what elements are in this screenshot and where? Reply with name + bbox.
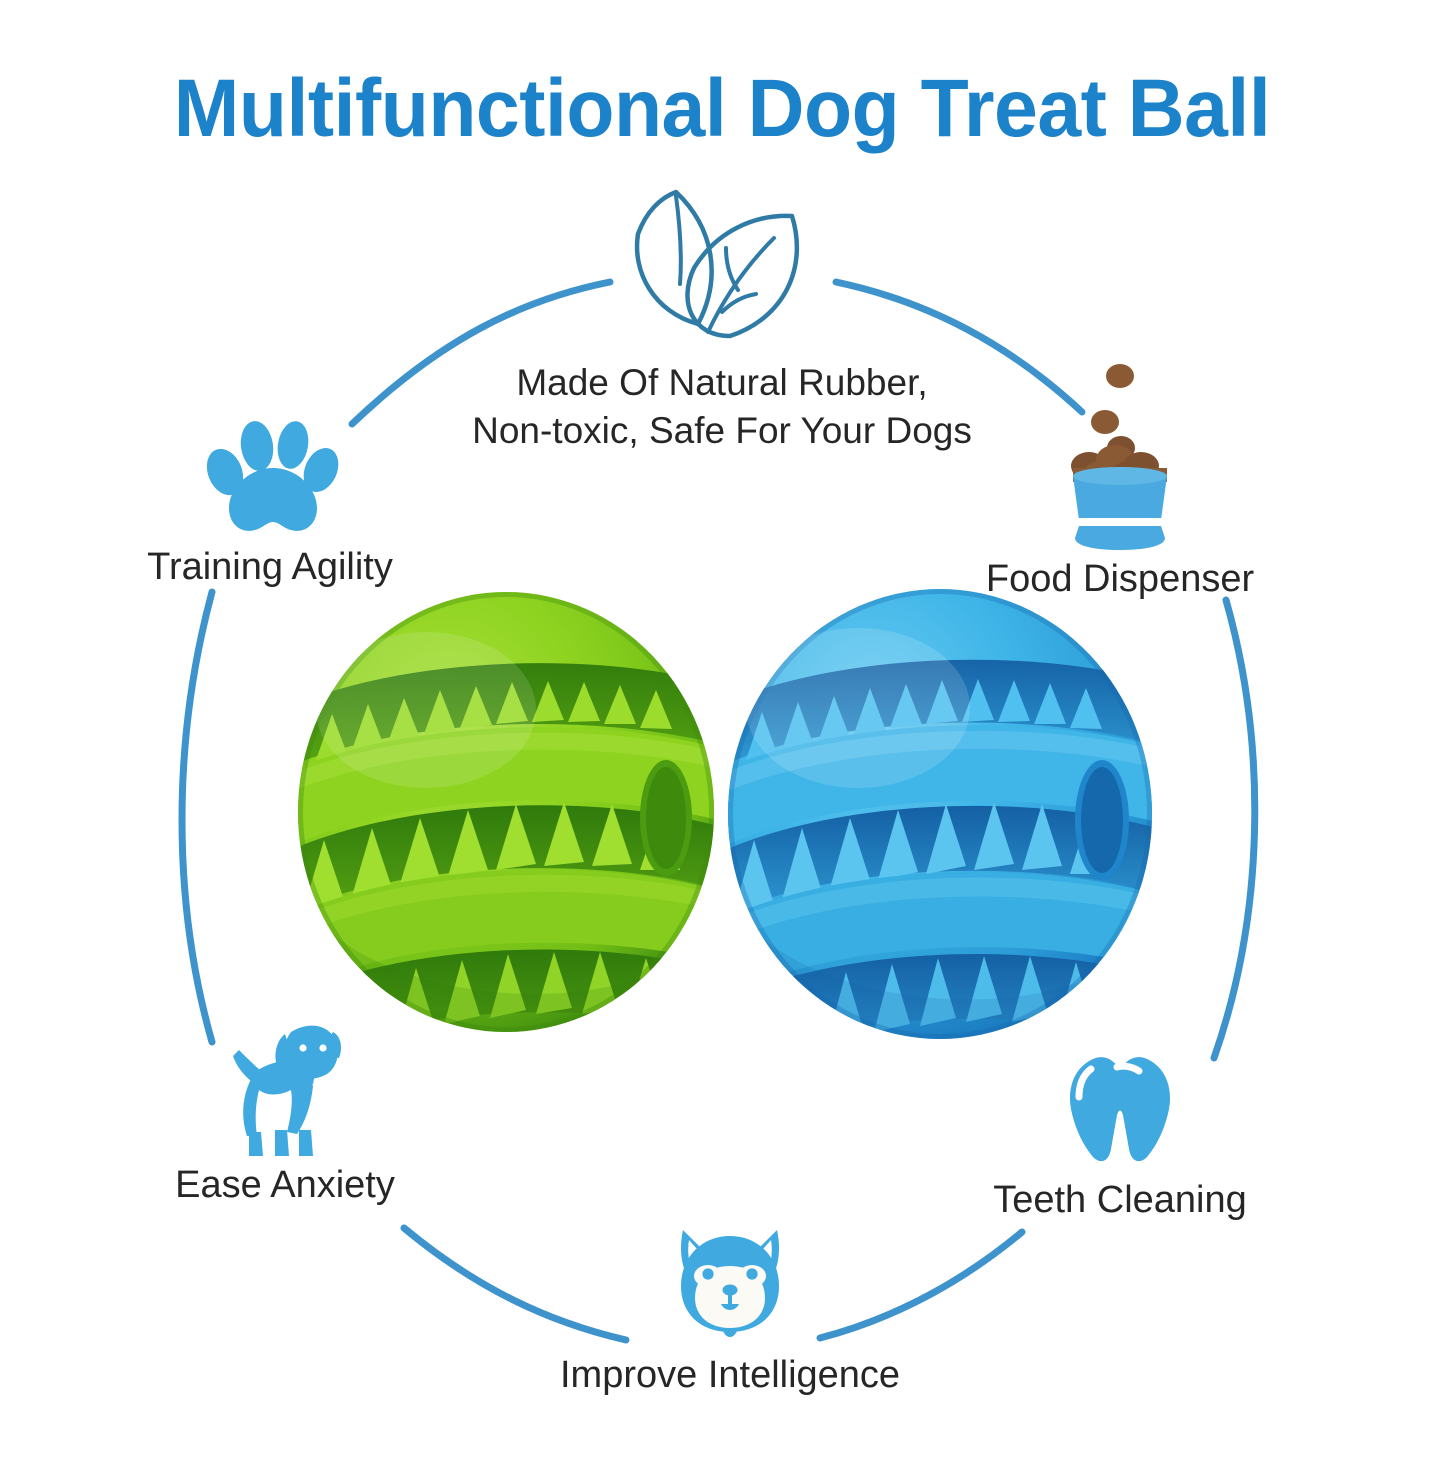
- paw-print-icon: [110, 420, 430, 542]
- feature-rubber-line2: Non-toxic, Safe For Your Dogs: [472, 410, 972, 452]
- standing-dog-icon: [140, 1010, 430, 1160]
- feature-teeth-cleaning: Teeth Cleaning: [960, 1053, 1280, 1222]
- feature-food-dispenser: Food Dispenser: [960, 356, 1280, 601]
- feature-rubber-line1: Made Of Natural Rubber,: [516, 362, 928, 403]
- feature-ease-anxiety: Ease Anxiety: [140, 1010, 430, 1207]
- feature-teeth-label: Teeth Cleaning: [993, 1179, 1247, 1221]
- feature-rubber-text: Made Of Natural Rubber, Non-toxic, Safe …: [422, 359, 1022, 455]
- feature-intelligence-label: Improve Intelligence: [560, 1354, 901, 1396]
- tooth-icon: [960, 1053, 1280, 1175]
- page-title: Multifunctional Dog Treat Ball: [173, 63, 1271, 154]
- feature-improve-intelligence: Improve Intelligence: [560, 1222, 900, 1397]
- green-treat-ball: [296, 590, 716, 1035]
- blue-treat-ball: [726, 586, 1154, 1041]
- feature-anxiety-label: Ease Anxiety: [175, 1164, 395, 1206]
- arc-agility-to-anxiety: [178, 588, 216, 1046]
- feature-natural-rubber: Made Of Natural Rubber, Non-toxic, Safe …: [422, 186, 1022, 455]
- dog-food-bowl-icon: [960, 356, 1280, 554]
- feature-agility-label: Training Agility: [147, 546, 393, 588]
- leaves-icon: [422, 186, 1022, 351]
- feature-training-agility: Training Agility: [110, 420, 430, 589]
- arc-dispenser-to-teeth: [1210, 596, 1259, 1062]
- feature-dispenser-label: Food Dispenser: [985, 558, 1255, 600]
- dog-face-icon: [560, 1222, 900, 1350]
